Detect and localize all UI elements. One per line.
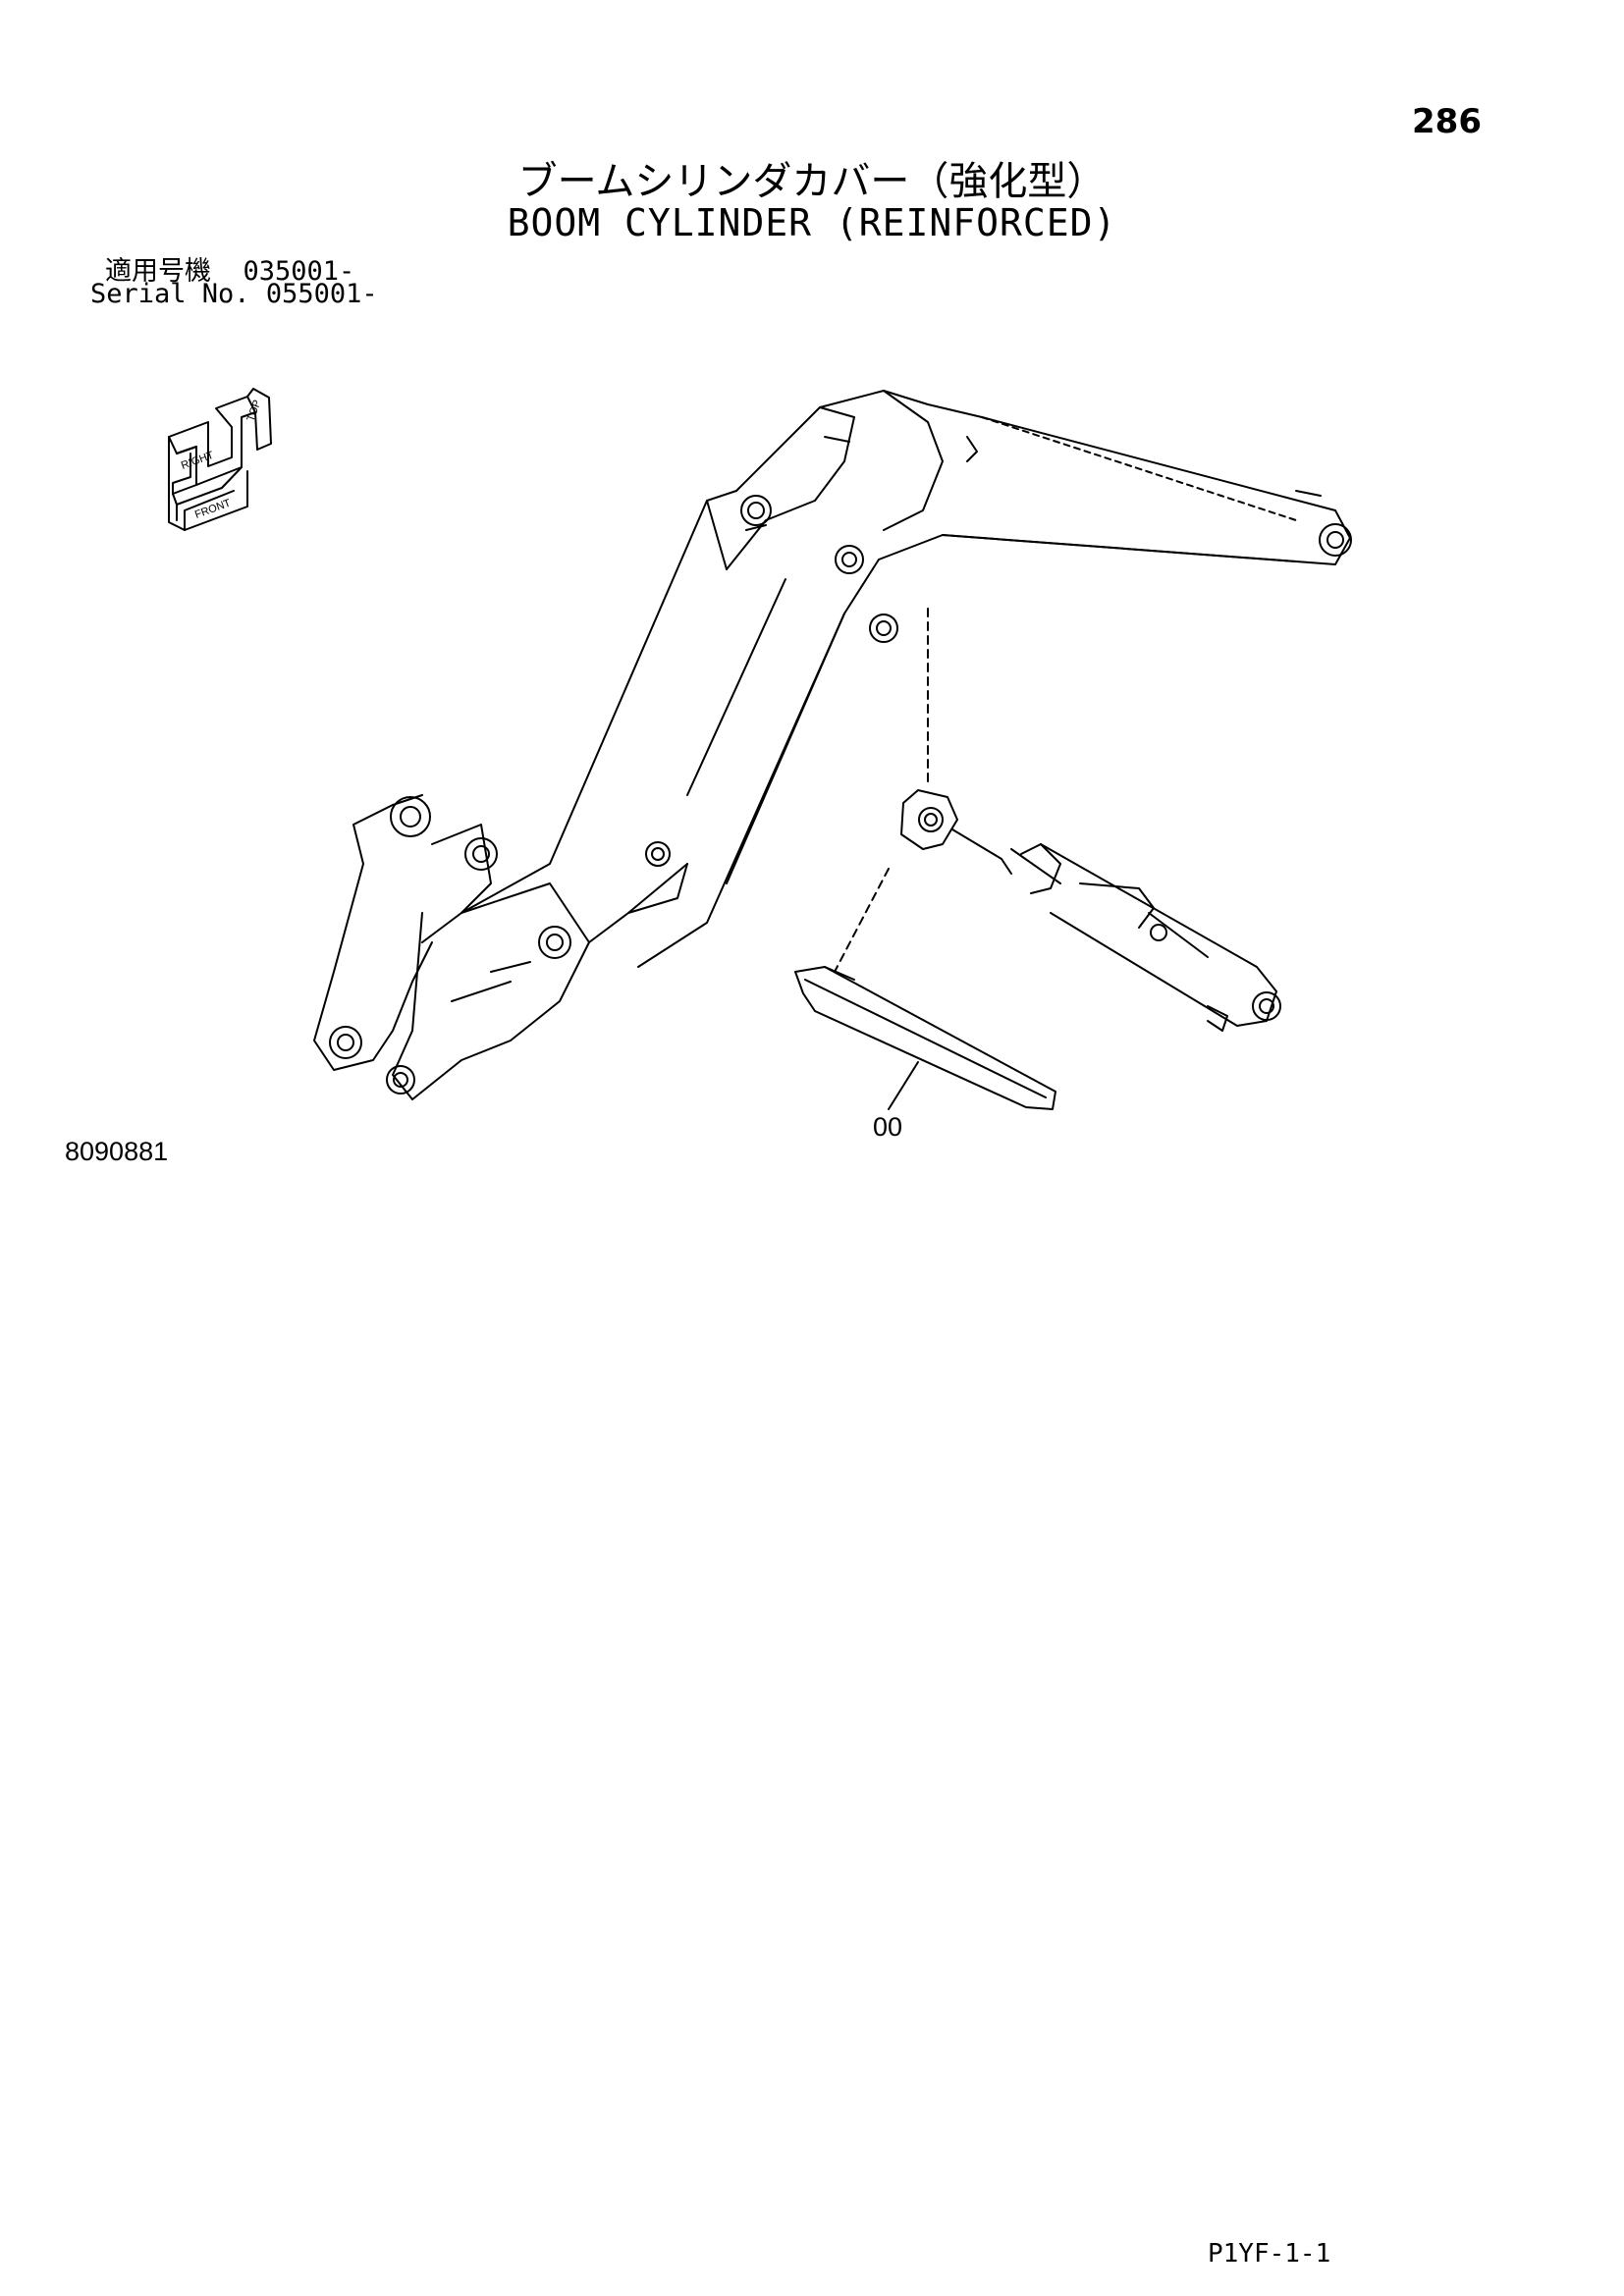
- serial-value: 055001-: [265, 279, 378, 309]
- serial-label: Serial No.: [90, 279, 250, 309]
- applicability-label-jp: 適用号機: [105, 256, 211, 287]
- boom-assembly: [313, 390, 1352, 1100]
- part-callout-number: 00: [873, 1112, 903, 1142]
- orientation-label-right: RIGHT: [180, 450, 216, 472]
- footer-code: P1YF-1-1: [1208, 2239, 1331, 2269]
- applicability-japanese: 適用号機 035001-: [105, 249, 354, 288]
- orientation-label-front: FRONT: [193, 497, 233, 520]
- applicability-value-jp: 035001-: [243, 256, 355, 287]
- page-title-english: BOOM CYLINDER (REINFORCED): [507, 201, 1117, 244]
- drawing-number: 8090881: [65, 1137, 169, 1166]
- leader-line-cover: [834, 868, 890, 973]
- boom-cylinder-cover: [794, 966, 1056, 1110]
- applicability-english: Serial No. 055001-: [90, 279, 378, 309]
- orientation-indicator: TOP RIGHT FRONT: [168, 388, 272, 531]
- page-number: 286: [1412, 102, 1482, 141]
- parts-drawing: TOP RIGHT FRONT: [168, 388, 1352, 1110]
- boom-cylinder: [900, 789, 1281, 1032]
- page-title-japanese: ブームシリンダカバー（強化型）: [517, 159, 1107, 204]
- callout-leader: [888, 1061, 919, 1110]
- orientation-label-top: TOP: [245, 399, 264, 423]
